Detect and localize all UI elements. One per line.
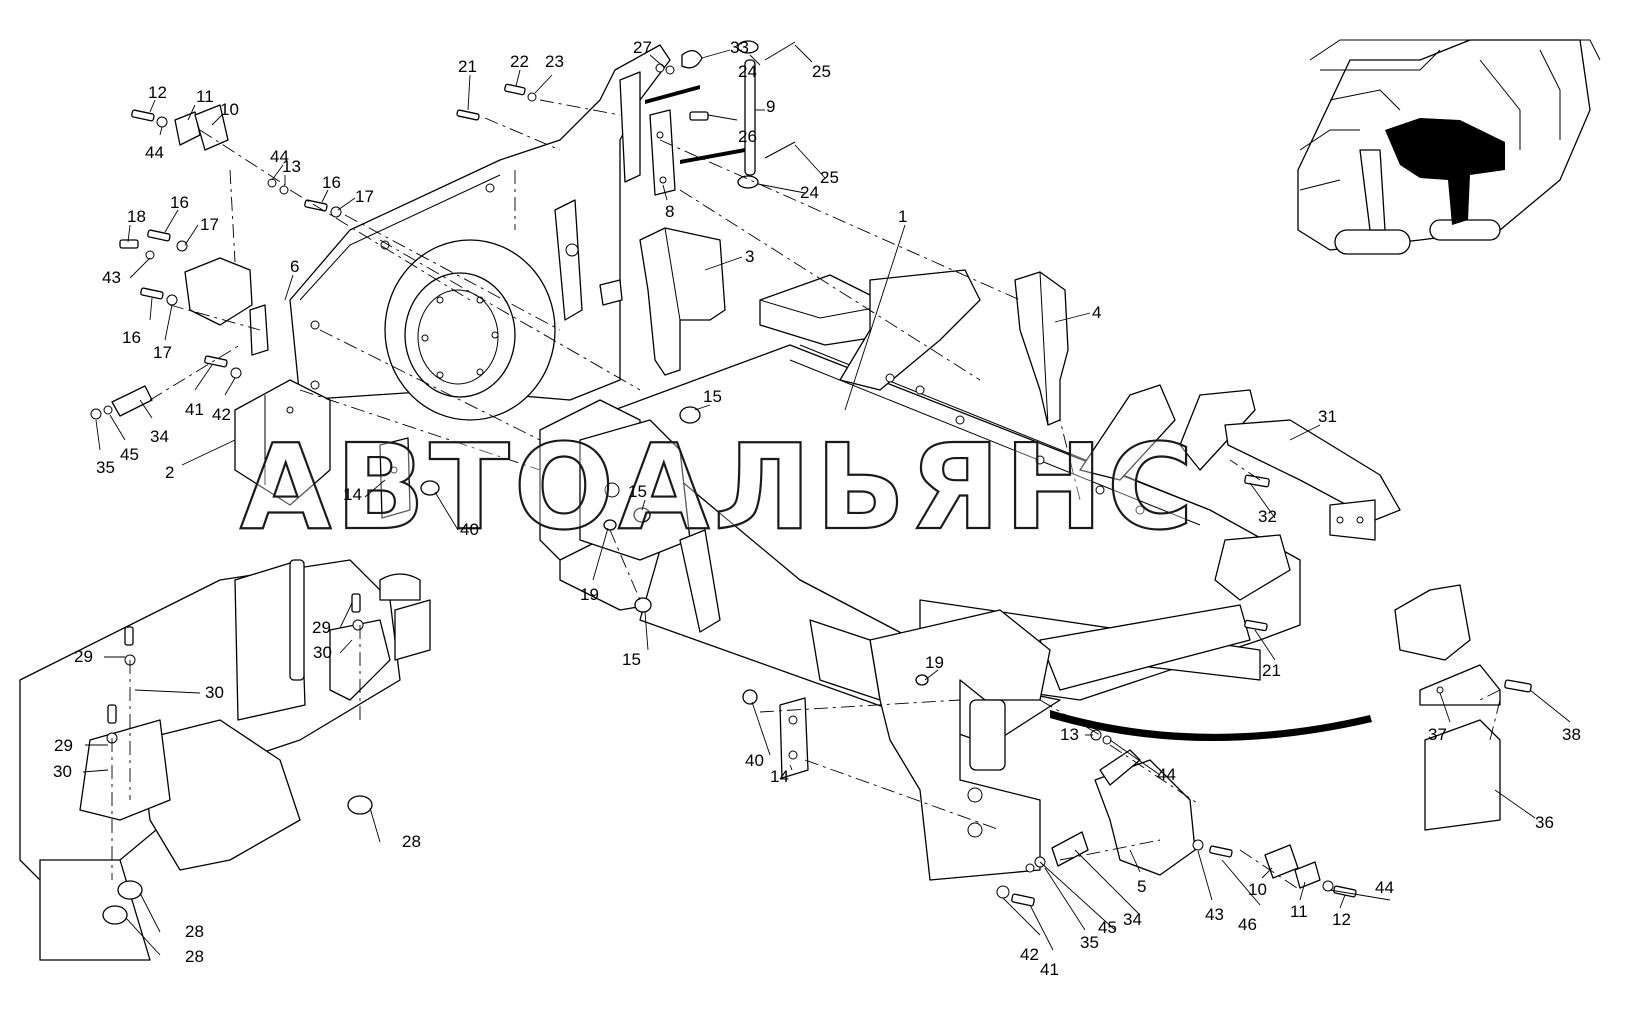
callout-label: 44 [1375,878,1394,897]
callout-label: 13 [282,157,301,176]
callout-label: 40 [460,520,479,539]
callout-label: 31 [1318,407,1337,426]
callout-label: 16 [170,193,189,212]
callout-label: 17 [355,187,374,206]
callout-label: 11 [1290,902,1308,921]
callout-label: 45 [120,445,139,464]
callout-label: 15 [628,482,647,501]
callout-label: 34 [150,427,169,446]
plate-part-14-upper [379,437,411,519]
main-frame-part-1 [559,269,1301,881]
plate-part-14-lower [779,697,809,779]
callout-label: 2 [165,463,174,482]
callout-label: 22 [510,52,529,71]
callout-label: 25 [812,62,831,81]
callout-label: 9 [766,97,775,116]
callout-label: 43 [1205,905,1224,924]
callout-label: 44 [1157,765,1176,784]
callout-label: 15 [622,650,641,669]
alignment-lines [111,99,1501,891]
callout-label: 29 [74,647,93,666]
callout-label: 42 [212,405,231,424]
callout-label: 16 [322,173,341,192]
part-4-wedge [1014,271,1069,426]
machine-overview-inset [1297,39,1601,255]
callout-label: 28 [185,922,204,941]
callout-labels: 1 2 3 4 5 6 8 9 10 10 11 11 12 12 13 13 … [53,38,1581,979]
callout-label: 21 [1262,661,1281,680]
callout-label: 35 [96,458,115,477]
callout-label: 21 [458,57,477,76]
callout-label: 38 [1562,725,1581,744]
callout-label: 18 [127,207,146,226]
callout-label: 25 [820,168,839,187]
callout-label: 19 [580,585,599,604]
callout-label: 10 [1248,880,1267,899]
callout-label: 17 [200,215,219,234]
lower-left-assembly [19,559,431,961]
callout-label: 11 [196,87,214,106]
callout-label: 42 [1020,945,1039,964]
part-3-wedge [639,227,726,376]
callout-label: 12 [1332,910,1351,929]
callout-label: 35 [1080,933,1099,952]
callout-label: 17 [153,343,172,362]
callout-label: 28 [185,947,204,966]
fasteners [90,50,1532,907]
callout-label: 40 [745,751,764,770]
bracket-part-5 [1094,749,1196,876]
callout-label: 23 [545,52,564,71]
callout-label: 3 [745,247,754,266]
side-plate-part-6 [289,44,671,421]
pad-part-2 [234,379,331,506]
callout-label: 26 [738,127,757,146]
callout-label: 19 [925,653,944,672]
callout-label: 1 [898,207,907,226]
callout-label: 41 [185,400,204,419]
callout-label: 24 [800,183,819,202]
callout-label: 34 [1123,910,1142,929]
callout-label: 45 [1098,918,1117,937]
callout-label: 43 [102,268,121,287]
callout-label: 33 [730,38,749,57]
callout-label: 5 [1137,877,1146,896]
callout-label: 30 [313,643,332,662]
callout-label: 12 [148,83,167,102]
callout-label: 15 [703,387,722,406]
callout-label: 8 [665,202,674,221]
callout-label: 29 [54,736,73,755]
callout-label: 46 [1238,915,1257,934]
callout-label: 28 [402,832,421,851]
callout-label: 14 [343,485,362,504]
callout-label: 41 [1040,960,1059,979]
callout-label: 14 [770,767,789,786]
callout-label: 24 [738,62,757,81]
watermark-text: АВТОАЛЬЯНС [240,418,1198,556]
bracket-part-31 [1224,419,1401,541]
callout-label: 4 [1092,303,1101,322]
cover-parts-36-37 [1050,584,1501,831]
part-8-bracket [619,71,745,196]
callout-label: 6 [290,257,299,276]
callout-label: 30 [53,762,72,781]
callout-label: 44 [145,143,164,162]
callout-label: 29 [312,618,331,637]
callout-label: 10 [220,100,239,119]
callout-label: 37 [1428,725,1447,744]
callout-label: 13 [1060,725,1079,744]
callout-label: 44 [270,147,289,166]
callout-label: 36 [1535,813,1554,832]
callout-label: 16 [122,328,141,347]
pin-part-9 [737,40,796,189]
callout-label: 32 [1258,507,1277,526]
callout-label: 30 [205,683,224,702]
callout-label: 27 [633,38,652,57]
